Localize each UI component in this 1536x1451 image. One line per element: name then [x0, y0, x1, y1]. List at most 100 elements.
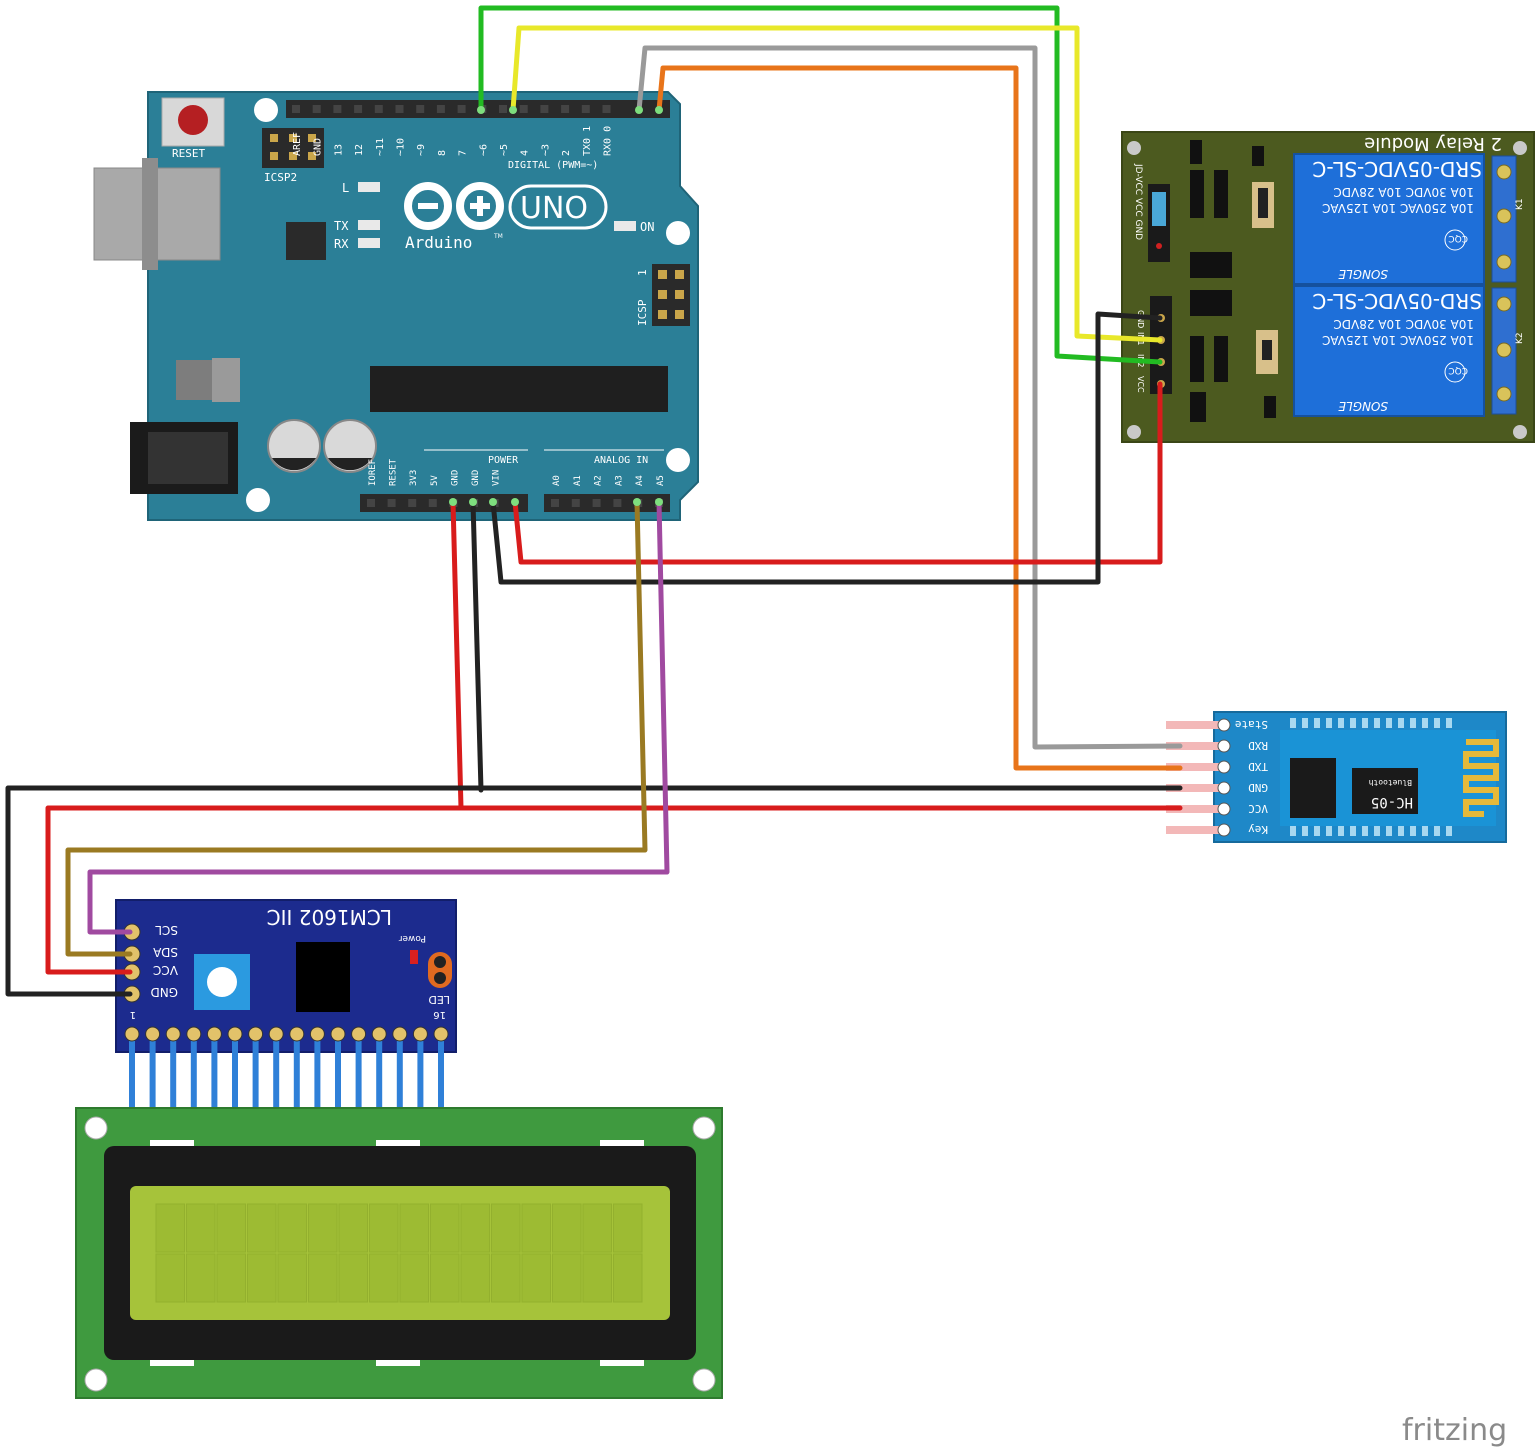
power-pin-label: 5V	[430, 475, 440, 486]
led-tx-label: TX	[334, 219, 349, 233]
power-pin-hole	[408, 499, 417, 507]
lcd-cell	[338, 1253, 368, 1303]
digital-pin-hole	[540, 105, 549, 113]
relay-k2-cqc: CQC	[1448, 365, 1468, 375]
pin-first-label: 1	[130, 1009, 136, 1020]
potentiometer-knob[interactable]	[207, 967, 237, 997]
lcd-cell	[247, 1203, 277, 1253]
mounting-hole	[246, 488, 270, 512]
power-pin-label: GND	[450, 470, 460, 486]
power-led	[410, 950, 418, 964]
wire-yellow	[510, 25, 1163, 343]
analog-pin-label: A2	[594, 475, 604, 486]
hc05-pin-pad	[1217, 781, 1231, 795]
digital-pin-label: 4	[520, 150, 531, 156]
i2c-bottom-pins	[124, 1026, 449, 1120]
digital-pin-holes	[292, 105, 611, 113]
wire-gray	[636, 45, 1183, 750]
mounting-hole	[254, 98, 278, 122]
digital-pin-label: ~9	[416, 144, 427, 156]
led-l-label: L	[342, 181, 349, 195]
analog-pin-label: A3	[614, 475, 624, 486]
regulator-tab	[212, 358, 240, 402]
lcd-cell	[582, 1203, 612, 1253]
digital-pin-hole	[561, 105, 570, 113]
hc05-pin-label: TXD	[1248, 760, 1268, 773]
hc05-pin-pad	[1217, 760, 1231, 774]
mounting-hole	[666, 448, 690, 472]
mounting-hole	[84, 1368, 108, 1392]
lcd-cell	[277, 1203, 307, 1253]
power-pin-label: 3V3	[409, 470, 419, 486]
lcd-cell	[399, 1203, 429, 1253]
power-label: POWER	[488, 455, 519, 466]
wire-green	[478, 5, 1163, 365]
hc05-chip	[1352, 768, 1418, 814]
arduino-uno-board: RESET ICSP2 L TX RX ON	[93, 91, 699, 521]
lcd-cell	[491, 1253, 521, 1303]
optocoupler	[1190, 290, 1232, 316]
digital-pin-label: ~10	[396, 138, 407, 156]
lcd-cell	[186, 1253, 216, 1303]
terminal-screws	[1496, 164, 1512, 402]
jd-vcc-label: JD-VCC VCC GND	[1133, 163, 1143, 240]
hc05-pin-pad	[1217, 718, 1231, 732]
led-on-label: ON	[640, 220, 654, 234]
digital-pin-label: RX0 0	[603, 126, 614, 156]
lcd-cell	[460, 1253, 490, 1303]
relay-input-label: VCC	[1136, 376, 1145, 393]
i2c-header-pad	[145, 1026, 161, 1042]
arduino-trademark: TM	[493, 233, 503, 240]
relay-k2-spec: 10A 250VAC 10A 125VAC	[1322, 333, 1474, 347]
hc05-chip	[1290, 758, 1336, 818]
analog-pin-hole	[613, 499, 622, 507]
lcd-cell	[552, 1203, 582, 1253]
hc05-pin-lead	[1166, 826, 1222, 834]
power-pin-label: VIN	[492, 470, 502, 486]
hc05-pin-pad	[1217, 823, 1231, 837]
wire-black	[470, 499, 484, 793]
power-jack-inner	[148, 432, 228, 484]
wire-orange	[656, 65, 1183, 771]
analog-pin-label: A5	[656, 475, 666, 486]
i2c-header-pad	[351, 1026, 367, 1042]
voltage-regulator	[176, 360, 212, 400]
power-pin-hole	[367, 499, 375, 507]
relay-transistor	[1190, 336, 1204, 382]
icsp2-label: ICSP2	[264, 171, 297, 184]
mounting-hole	[666, 221, 690, 245]
led-rx	[358, 238, 380, 248]
analog-pin-hole	[592, 499, 601, 507]
lcd-cell	[430, 1203, 460, 1253]
digital-pin-hole	[416, 105, 425, 113]
digital-pin-hole	[499, 105, 507, 113]
i2c-pin-label: SCL	[155, 923, 178, 937]
relay-k1-model: SRD-05VDC-SL-C	[1312, 157, 1482, 181]
i2c-pin-label: GND	[150, 985, 178, 999]
lcd-cell	[460, 1203, 490, 1253]
lcd-cell	[582, 1253, 612, 1303]
relay-k2-spec: 10A 30VDC 10A 28VDC	[1333, 317, 1474, 331]
relay-transistor	[1214, 336, 1228, 382]
i2c-header-pad	[186, 1026, 202, 1042]
digital-pin-hole	[457, 105, 466, 113]
i2c-header-pad	[268, 1026, 284, 1042]
relay-k1-spec: 10A 250VAC 10A 125VAC	[1322, 201, 1474, 215]
hc05-pin-lead	[1166, 763, 1222, 771]
reset-button-cap[interactable]	[178, 105, 208, 135]
fritzing-watermark: fritzing	[1402, 1413, 1507, 1448]
digital-pin-hole	[519, 105, 528, 113]
i2c-header-pad	[124, 1026, 140, 1042]
i2c-header-pad	[289, 1026, 305, 1042]
digital-pin-label: GND	[313, 138, 324, 156]
lcd-cell	[399, 1253, 429, 1303]
lcd-cell	[491, 1203, 521, 1253]
wire-black	[5, 785, 1183, 997]
power-pin-label: IOREF	[368, 459, 378, 486]
wire-red	[45, 805, 1183, 975]
relay-transistor	[1214, 170, 1228, 218]
icsp-label: ICSP	[636, 299, 649, 326]
relay-transistor	[1190, 170, 1204, 218]
